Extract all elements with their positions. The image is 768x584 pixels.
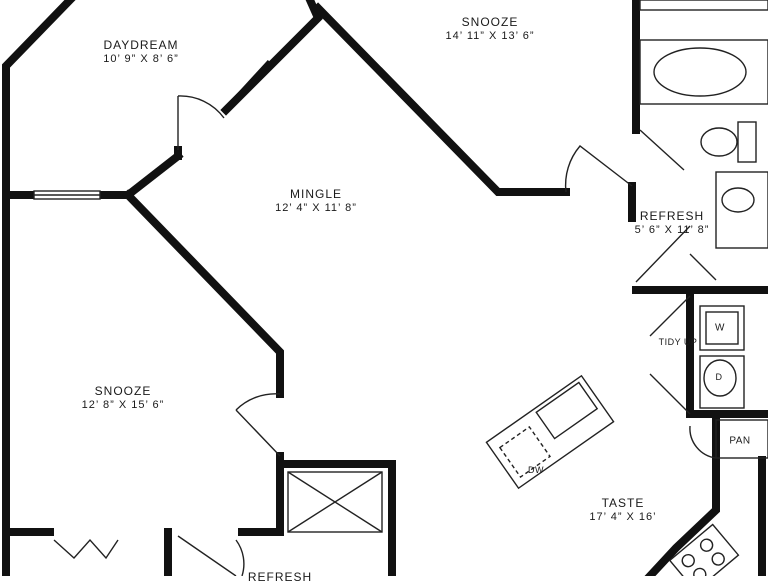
room-taste-dimensions: 17’ 4” X 16’ xyxy=(589,511,657,523)
room-mingle-dimensions: 12’ 4” X 11’ 8” xyxy=(275,202,357,214)
kitchen-island xyxy=(485,374,615,490)
pantry-outline xyxy=(715,419,768,459)
range-icon xyxy=(668,523,740,576)
room-taste-name: TASTE xyxy=(601,496,645,510)
label-pantry: PAN xyxy=(729,435,751,447)
vanity-outline xyxy=(715,171,768,249)
room-snooze-left-dimensions: 12’ 8” X 15’ 6” xyxy=(81,399,165,411)
room-refresh-main-dimensions: 5’ 6” X 11’ 8” xyxy=(634,224,710,236)
sink-icon xyxy=(721,187,755,213)
wall-daydream-bottom xyxy=(2,150,184,199)
door-daydream xyxy=(177,95,225,150)
dishwasher-outline xyxy=(498,425,551,479)
door-refresh xyxy=(639,129,685,171)
room-snooze-top-dimensions: 14’ 11” X 13’ 6” xyxy=(445,30,535,42)
label-dryer: D xyxy=(715,372,723,382)
label-washer: W xyxy=(715,322,725,334)
room-refresh-bottom-name: REFRESH xyxy=(247,570,313,584)
wall-snooze-left-closet xyxy=(238,452,284,536)
shelf-top xyxy=(639,0,768,11)
dryer-icon xyxy=(699,355,745,409)
closet-doors-bottom xyxy=(53,538,119,560)
shower-diag-b xyxy=(287,471,383,533)
kitchen-sink-icon xyxy=(535,381,599,440)
washer-inner xyxy=(705,311,739,345)
door-pantry xyxy=(689,425,717,459)
door-snooze-top xyxy=(564,145,633,193)
wall-bath-bottom xyxy=(278,460,396,576)
washer-icon xyxy=(699,305,745,351)
door-snooze-left xyxy=(235,393,281,457)
wall-snooze-left-diagonal xyxy=(122,189,284,398)
wall-snooze-top-diagonal xyxy=(312,2,570,196)
label-dishwasher: DW xyxy=(528,465,544,475)
wall-laundry xyxy=(686,288,768,418)
room-refresh-main-name: REFRESH xyxy=(639,209,705,223)
door-bath-bottom xyxy=(177,535,245,576)
label-tidy-up: TIDY UP xyxy=(658,337,698,347)
toilet-tank xyxy=(737,121,757,163)
shower-icon xyxy=(287,471,383,533)
bathtub-icon xyxy=(653,47,747,97)
room-snooze-top-name: SNOOZE xyxy=(461,15,519,29)
room-daydream-name: DAYDREAM xyxy=(103,38,179,52)
wall-top-left xyxy=(1,0,76,576)
door-refresh-lower xyxy=(635,225,717,283)
room-snooze-left-name: SNOOZE xyxy=(94,384,152,398)
door-mingle-window xyxy=(223,59,273,113)
thin-lines xyxy=(33,0,768,576)
wall-right-lower xyxy=(644,454,720,576)
toilet-icon xyxy=(700,127,738,157)
door-laundry xyxy=(649,295,691,415)
dryer-door xyxy=(703,359,737,397)
tub-outline xyxy=(639,39,768,105)
room-mingle-name: MINGLE xyxy=(289,187,343,201)
room-daydream-dimensions: 10’ 9” X 8’ 6” xyxy=(103,53,179,65)
